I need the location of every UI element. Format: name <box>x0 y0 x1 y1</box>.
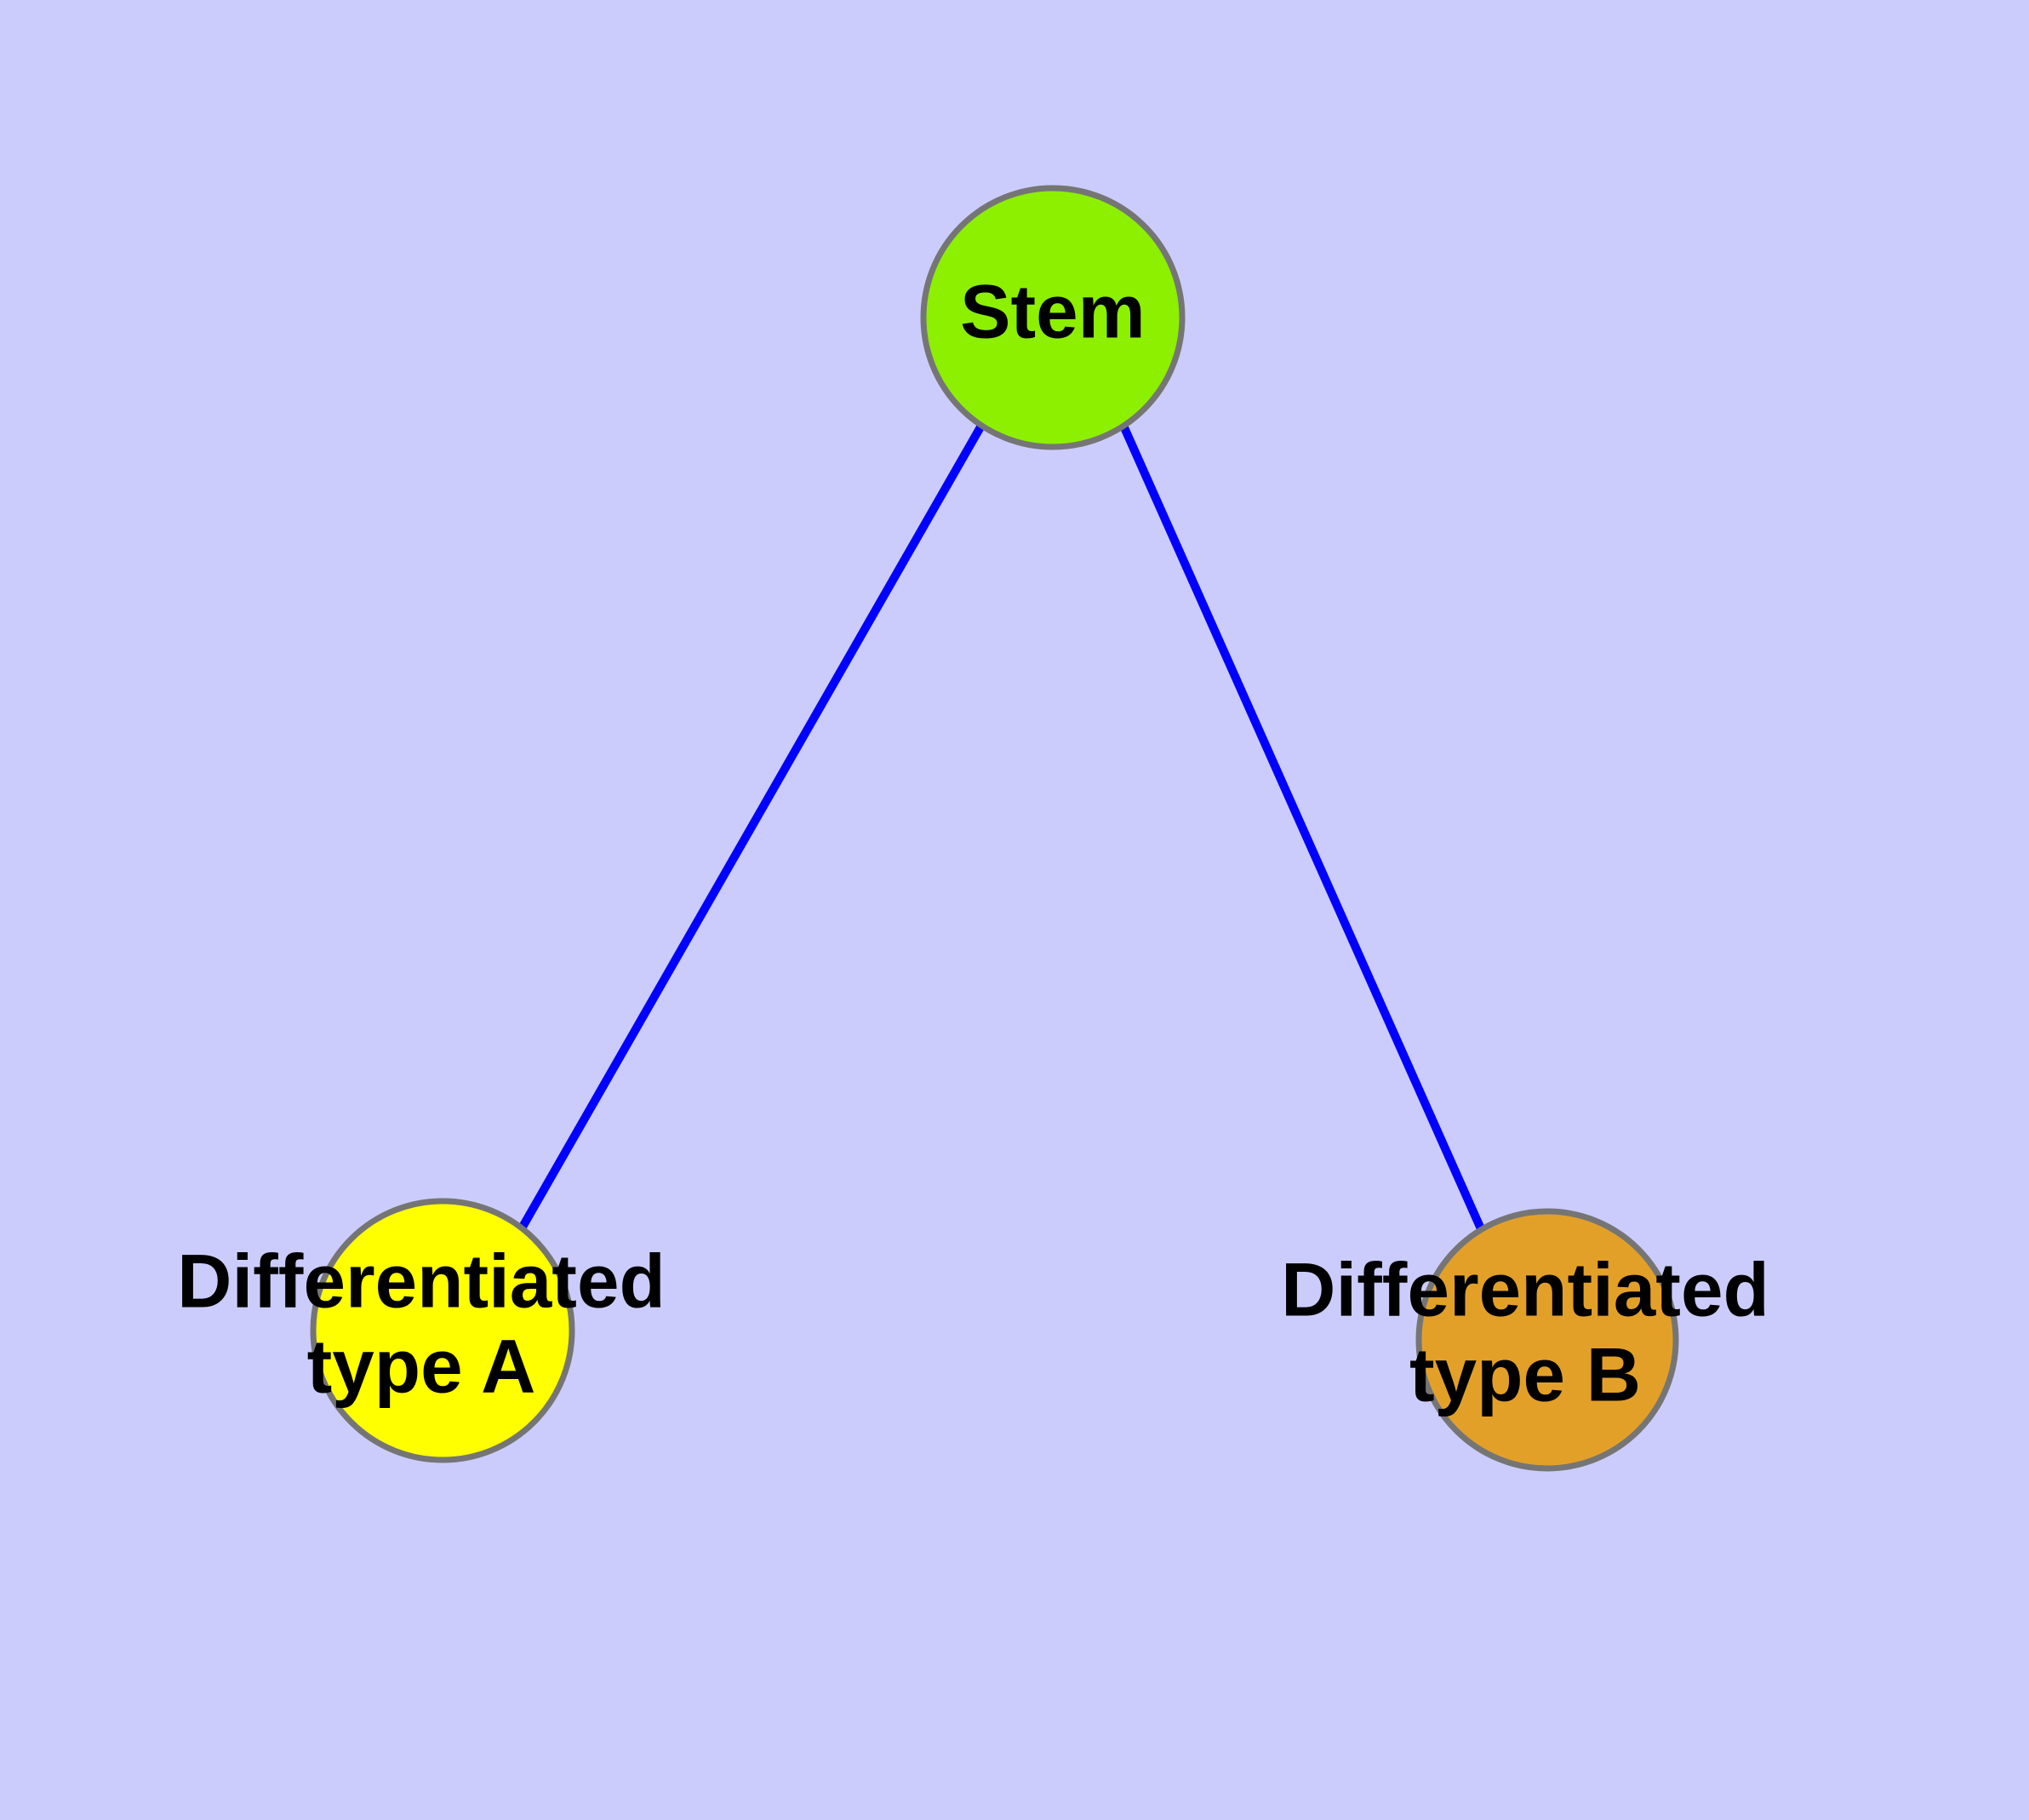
edge-stem-to-differentiated-type-b[interactable] <box>1119 423 1487 1235</box>
edge-layer <box>517 423 1487 1235</box>
node-layer: Stem Differentiated type A Differentiate… <box>177 185 1769 1472</box>
node-stem-label: Stem <box>960 269 1146 354</box>
edge-stem-to-differentiated-type-a[interactable] <box>517 423 986 1231</box>
node-differentiated-type-a-label-line1: Differentiated <box>177 1239 666 1324</box>
node-stem-circle[interactable] <box>920 185 1186 450</box>
node-differentiated-type-b-label-line2: type B <box>1409 1332 1641 1417</box>
node-differentiated-type-a-label-line2: type A <box>307 1324 536 1409</box>
node-differentiated-type-a[interactable]: Differentiated type A <box>177 1198 666 1463</box>
node-differentiated-type-a-circle[interactable] <box>310 1198 575 1463</box>
node-differentiated-type-b-label-line1: Differentiated <box>1281 1247 1769 1332</box>
node-stem[interactable]: Stem <box>920 185 1186 450</box>
node-differentiated-type-b-circle[interactable] <box>1415 1208 1679 1472</box>
node-differentiated-type-b[interactable]: Differentiated type B <box>1281 1208 1769 1472</box>
